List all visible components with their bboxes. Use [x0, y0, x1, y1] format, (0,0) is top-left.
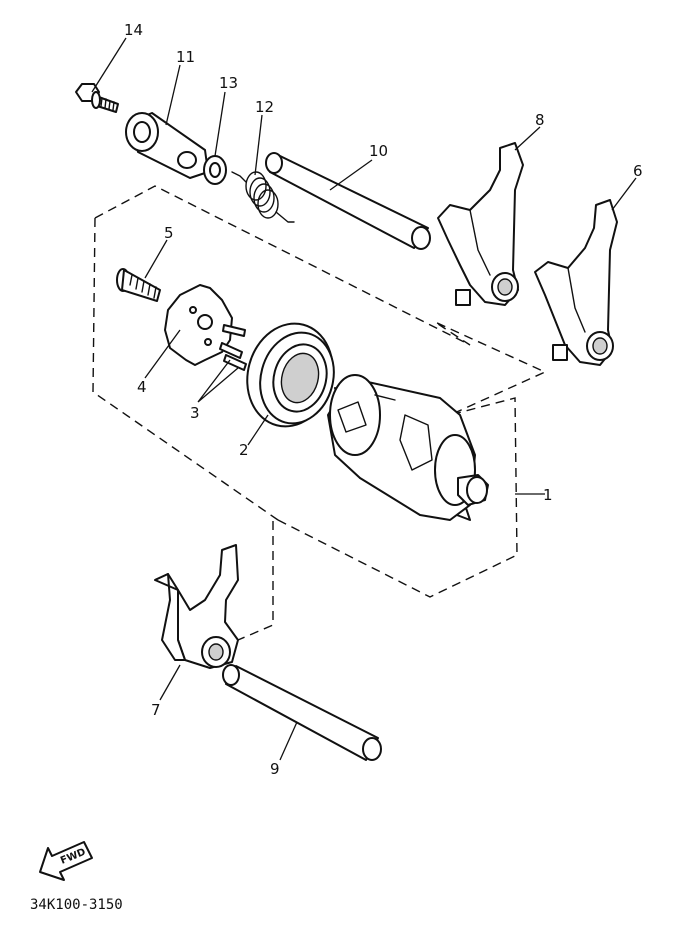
callout-3: 3: [190, 404, 200, 422]
part-9-shaft: [222, 664, 382, 761]
assembly-boundary: [92, 185, 547, 641]
callout-9: 9: [270, 760, 280, 778]
callout-5: 5: [164, 224, 174, 242]
callout-10: 10: [369, 142, 388, 160]
part-10-shaft: [265, 152, 431, 250]
leader-lines: [91, 37, 637, 761]
part-2-bearing: [246, 322, 335, 428]
fwd-arrow-icon: FWD: [39, 841, 93, 881]
callout-4: 4: [137, 378, 147, 396]
part-14-bolt: [75, 83, 119, 113]
part-1-shift-drum: [327, 374, 489, 521]
part-11-lever: [125, 112, 209, 179]
part-12-spring: [231, 171, 295, 223]
part-6-shift-fork: [534, 199, 618, 366]
part-7-shift-fork: [154, 544, 239, 669]
part-13-washer: [203, 155, 227, 185]
callout-12: 12: [255, 98, 274, 116]
callout-11: 11: [176, 48, 195, 66]
part-4-segment: [164, 284, 246, 366]
part-3-pins: [219, 342, 247, 371]
part-code: 34K100-3150: [30, 897, 123, 913]
callout-13: 13: [219, 74, 238, 92]
callout-6: 6: [633, 162, 643, 180]
callout-2: 2: [239, 441, 249, 459]
part-5-screw: [116, 268, 161, 302]
callout-1: 1: [543, 486, 553, 504]
part-8-shift-fork: [437, 142, 524, 306]
callout-14: 14: [124, 21, 143, 39]
callout-7: 7: [151, 701, 161, 719]
callout-8: 8: [535, 111, 545, 129]
